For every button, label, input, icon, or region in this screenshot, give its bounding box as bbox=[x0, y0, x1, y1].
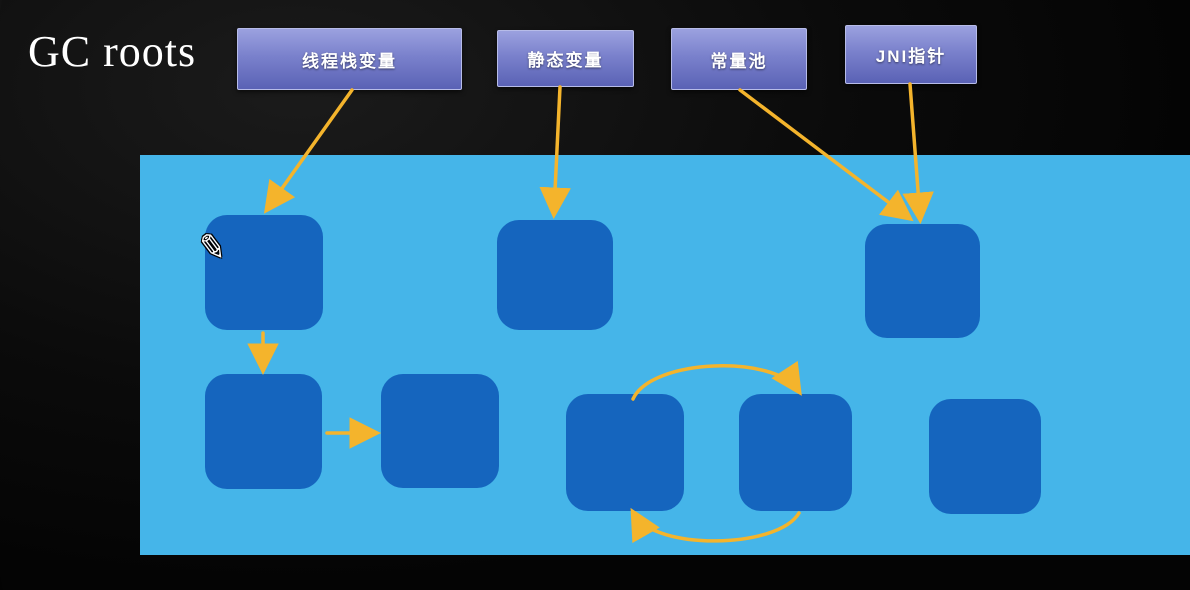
root-box-jni-pointer: JNI指针 bbox=[845, 25, 977, 84]
heap-object-top-2 bbox=[497, 220, 613, 330]
heap-object-bottom-3 bbox=[566, 394, 684, 511]
root-box-jni-pointer-label: JNI指针 bbox=[875, 47, 947, 66]
root-box-static-variable: 静态变量 bbox=[497, 30, 634, 87]
heap-object-top-1 bbox=[205, 215, 323, 330]
root-box-constant-pool: 常量池 bbox=[671, 28, 807, 90]
heap-object-bottom-4 bbox=[739, 394, 852, 511]
page-title: GC roots bbox=[28, 27, 197, 76]
heap-object-bottom-5 bbox=[929, 399, 1041, 514]
heap-object-bottom-1 bbox=[205, 374, 322, 489]
heap-object-bottom-2 bbox=[381, 374, 499, 488]
heap-object-top-3 bbox=[865, 224, 980, 338]
root-box-thread-stack-label: 线程栈变量 bbox=[302, 51, 397, 71]
root-box-constant-pool-label: 常量池 bbox=[710, 51, 768, 71]
root-box-thread-stack: 线程栈变量 bbox=[237, 28, 462, 90]
root-box-static-variable-label: 静态变量 bbox=[527, 51, 604, 70]
